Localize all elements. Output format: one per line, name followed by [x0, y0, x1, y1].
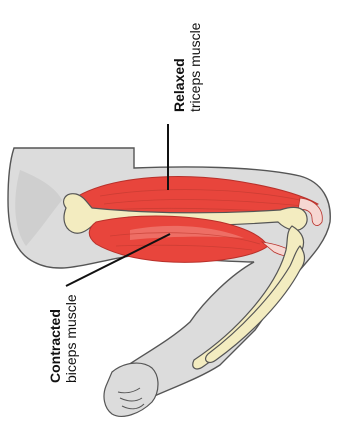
relaxed-label-subtitle: triceps muscle	[187, 22, 203, 112]
contracted-label-subtitle: biceps muscle	[63, 294, 79, 383]
contracted-label-title: Contracted	[47, 309, 63, 383]
relaxed-label-title: Relaxed	[171, 58, 187, 112]
